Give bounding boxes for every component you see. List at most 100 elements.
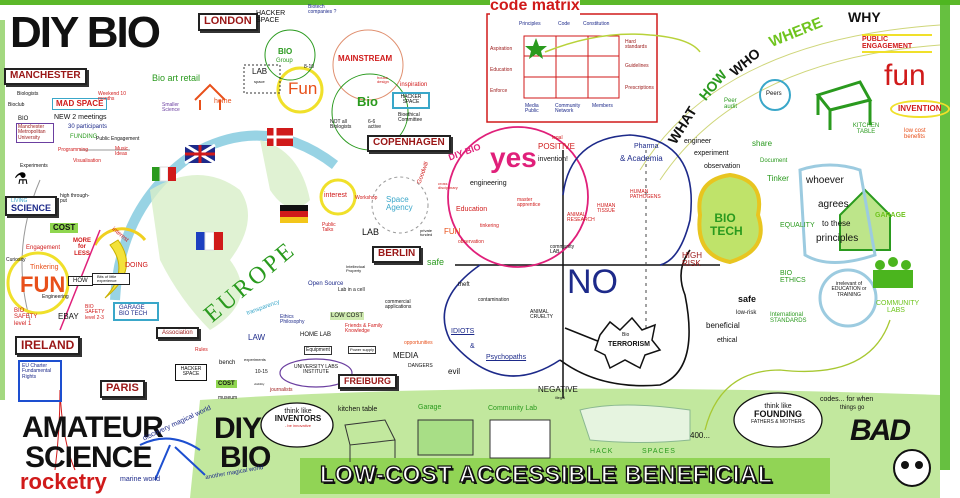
human-pathogens-note: HUMAN PATHOGENS [630,189,661,201]
education-circle [818,268,878,328]
freiburg-count: 10-15 [255,369,268,375]
document-note: Document [760,158,788,164]
banana-shape [104,239,127,299]
engineer-note: engineer [684,138,712,145]
flag-germany-icon [280,205,308,223]
peers-label: Peers [766,91,782,97]
bio-terror-prefix: Bio [622,332,630,338]
frog-sketch [139,437,206,481]
right-green-border [940,0,950,470]
cross-disciplinary-note: cross disciplinary [438,181,458,191]
europe-land [150,175,248,330]
not-all-biologists-note: NOT all Biologists [330,119,352,131]
spaces-label: SPACES [642,448,676,455]
copenhagen-hackerspace-box: HACKER SPACE [392,92,430,109]
fathers-mothers-text: FATHERS & MOTHERS [751,418,805,425]
london-fun-label: Fun [288,79,318,98]
left-green-border [0,20,5,400]
mainstream-circle [332,29,404,101]
inventors-cloud [260,402,334,448]
evil-note: evil [448,367,461,376]
biosafety-level23-note: BIO SAFETY level 2-3 [85,304,105,321]
bio-note: BIO [18,116,29,122]
low-cost-note: LOW COST [330,312,365,321]
no-label: NO [567,263,618,301]
visualisation-note: Visualisation [73,158,101,164]
public-engagement-label: PUBLIC ENGAGEMENT [862,34,932,53]
bioclub-note: Bioclub [8,102,25,108]
amateur-label: AMATEUR [22,411,164,444]
private-funded-note: private funded [420,228,433,238]
active-count-note: 6-6 active [368,119,382,131]
opportunities-note: opportunities [404,340,433,346]
berlin-lab-label: LAB [362,227,380,237]
lab-space-dotted [243,64,281,94]
mainstream-label: MAINSTREAM [338,54,393,63]
diy-label: DIY [214,412,262,445]
bio-art-note: Bio art retail [152,73,201,83]
illegal-note: illegal [555,395,566,400]
interest-circle-berlin [319,178,357,216]
skull-icon [893,449,931,487]
matrix-col-code: Code [558,21,570,27]
animal-research-note: ANIMAL RESEARCH [567,212,595,224]
matrix-row-education: Education [490,67,513,73]
irrelevant-education-note: irrelevant of EDUCATION or TRAINING [831,281,867,298]
safe-quad-label: safe [427,257,445,267]
idiots-curve [443,264,561,377]
biotech-label: BIO TECH [710,211,743,238]
pharma-note: Pharma [634,143,659,150]
city-label-copenhagen: COPENHAGEN [367,135,451,152]
low-risk-note: low-risk [736,310,757,316]
share-note: share [752,139,773,148]
agrees-note: agrees [818,199,849,210]
engineering-quad-note: engineering [470,180,507,187]
ethics-note: Ethics Philosophy [280,314,305,326]
think-like-text: think like [284,408,312,415]
community-labs-icon [873,257,913,288]
lab-label: LAB [252,67,268,76]
kitchen-table-label: KITCHEN TABLE [852,123,880,136]
city-label-london: LONDON [198,13,258,31]
matrix-right-hard-standards: Hard standards [625,39,647,51]
curiosity-note: Curiosity [6,257,26,263]
lab-in-cell-note: Lab in a cell [338,287,365,293]
space-agency-circle [371,176,429,234]
master-apprentice-note: master apprentice [517,197,541,209]
matrix-bottom-members: Members [592,103,613,109]
flag-france-icon [196,231,223,251]
what-why-arc [639,24,941,171]
terrorism-curve [559,249,691,387]
garage-sketch [417,419,474,456]
community-labs-link [704,319,891,431]
community-labs-label: COMMUNITY LABS [876,300,920,315]
legal-note: legal [552,135,563,141]
high-throughput-note: high through-put [60,193,90,205]
city-label-berlin: BERLIN [372,246,422,263]
page-title: DIY BIO [10,8,161,57]
workshop-note: Workshop [355,195,378,201]
paris-cost-note: COST [216,380,237,389]
international-standards-note: International STANDARDS [770,312,807,325]
flag-denmark-icon [267,128,293,146]
arc-why: WHY [848,9,881,25]
science-label: SCIENCE [11,203,52,213]
marine-note: marine world [120,476,161,483]
garage-bottom-label: Garage [418,404,442,411]
diybio-circle [447,126,589,268]
world-map-sketch [579,404,691,443]
yes-label: yes [490,142,537,173]
lab-space-note: space [254,79,265,84]
biosafety-level1-note: BIO SAFETY level 1 [14,308,38,327]
biotech-companies-note: Biotech companies ? [308,4,337,16]
matrix-row-enforce: Enforce [490,88,508,94]
biotech-leaves [697,172,763,265]
berlin-interest-label: interest [324,192,347,199]
ampersand-note: & [470,343,475,350]
flag-uk-icon [184,143,216,165]
dangers-note: DANGERS [408,363,433,369]
city-label-ireland: IRELAND [15,336,81,355]
top-green-border [0,0,960,5]
